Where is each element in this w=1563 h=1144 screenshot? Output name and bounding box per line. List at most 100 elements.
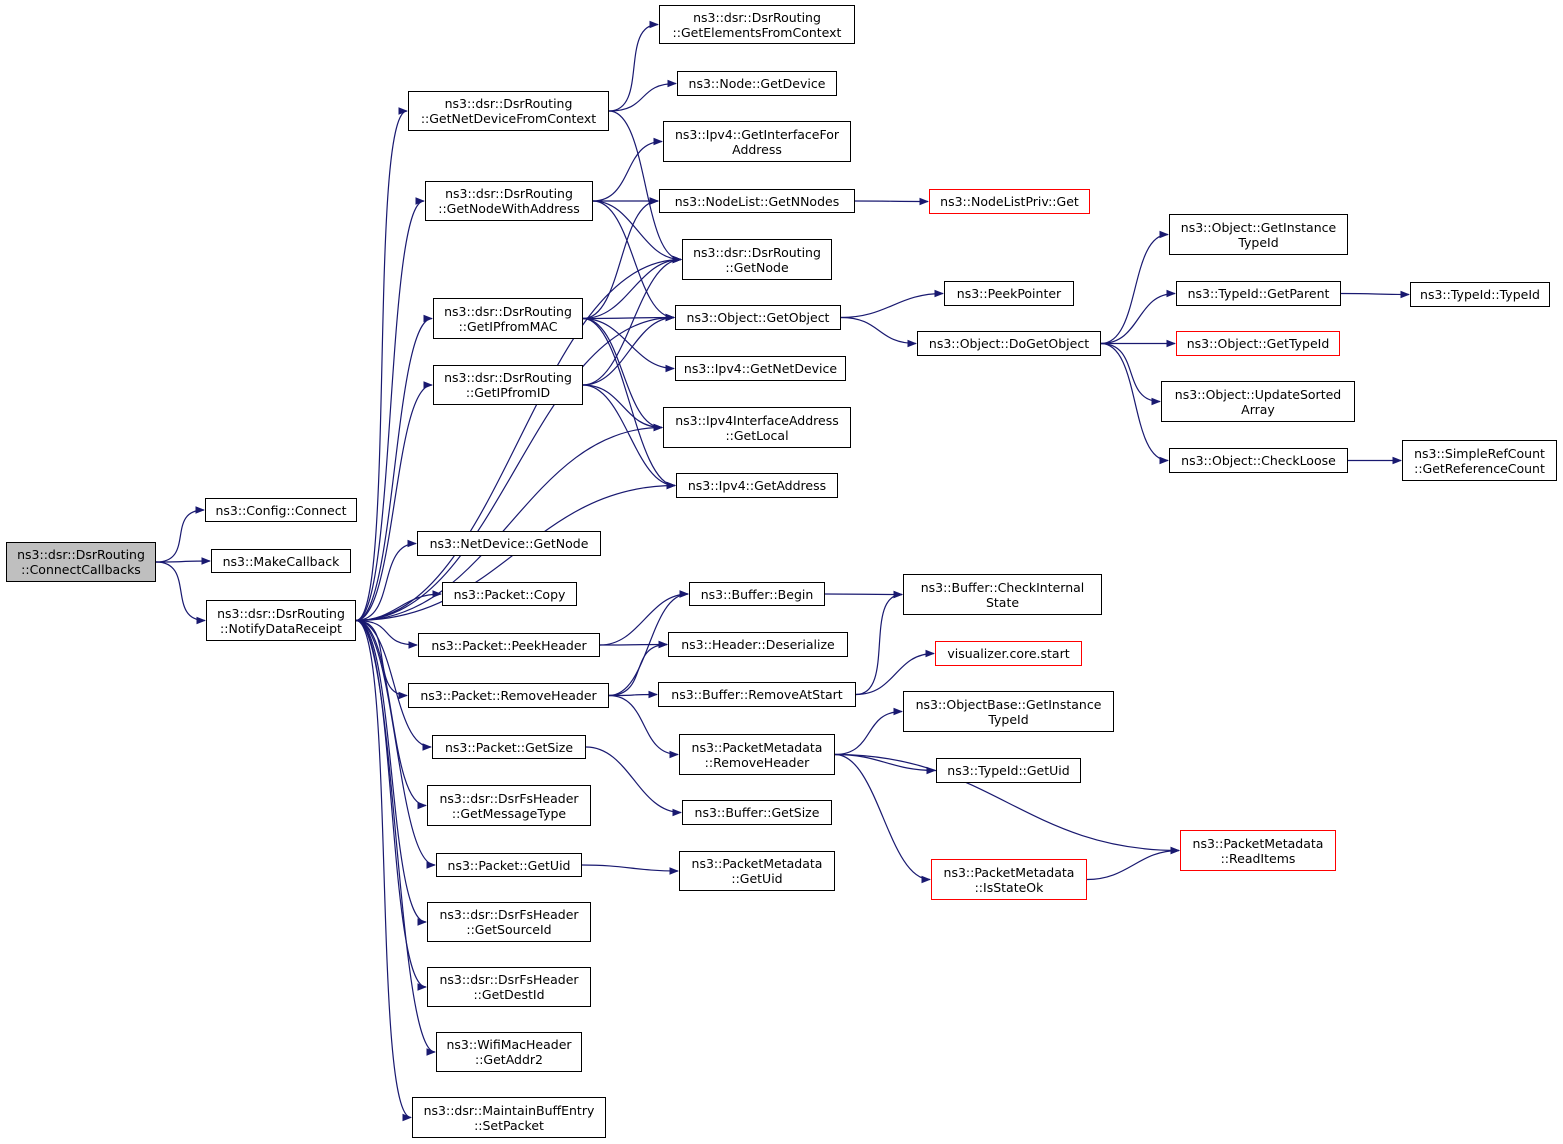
call-edge	[592, 137, 663, 202]
function-node-get-node-addr[interactable]: ns3::dsr::DsrRouting::GetNodeWithAddress	[425, 181, 593, 221]
root-function-node[interactable]: ns3::dsr::DsrRouting::ConnectCallbacks	[6, 542, 156, 582]
call-edge	[1086, 846, 1180, 881]
function-node-label: ns3::Object::DoGetObject	[928, 336, 1090, 351]
call-edge	[1100, 342, 1169, 465]
function-node-label: ns3::dsr::DsrRouting	[444, 370, 572, 385]
function-node-packet-uid[interactable]: ns3::Packet::GetUid	[436, 853, 582, 877]
function-node-label: ns3::PacketMetadata	[691, 856, 823, 871]
function-node-pm-uid[interactable]: ns3::PacketMetadata::GetUid	[679, 851, 835, 891]
function-node-typeid-typeid[interactable]: ns3::TypeId::TypeId	[1410, 282, 1550, 307]
function-node-label: ns3::Packet::Copy	[453, 586, 566, 602]
call-edge	[608, 590, 689, 697]
function-node-packet-remove[interactable]: ns3::Packet::RemoveHeader	[408, 683, 609, 708]
call-edge	[592, 200, 675, 322]
function-node-typeid-uid[interactable]: ns3::TypeId::GetUid	[936, 758, 1081, 783]
function-node-get-elements[interactable]: ns3::dsr::DsrRouting::GetElementsFromCon…	[659, 5, 855, 44]
function-node-label: ns3::PeekPointer	[956, 286, 1062, 301]
function-node-nodelistpriv-get[interactable]: ns3::NodeListPriv::Get	[929, 189, 1090, 214]
call-edge	[1100, 342, 1161, 406]
call-edge	[582, 255, 682, 386]
function-node-label: ns3::TypeId::GetUid	[947, 763, 1070, 778]
function-node-header-deser[interactable]: ns3::Header::Deserialize	[668, 632, 848, 657]
call-edge	[355, 619, 427, 926]
call-edge	[840, 289, 944, 319]
call-edge	[855, 649, 935, 696]
function-node-buffer-size[interactable]: ns3::Buffer::GetSize	[682, 800, 832, 825]
function-node-label: ::GetNetDeviceFromContext	[420, 111, 597, 126]
function-node-nodelist-n[interactable]: ns3::NodeList::GetNNodes	[659, 189, 855, 213]
function-node-pm-isstate[interactable]: ns3::PacketMetadata::IsStateOk	[931, 859, 1087, 900]
function-node-fs-source[interactable]: ns3::dsr::DsrFsHeader::GetSourceId	[427, 902, 591, 942]
function-node-label: ns3::Object::CheckLoose	[1181, 453, 1336, 468]
call-edge	[355, 619, 418, 649]
function-node-packet-peek[interactable]: ns3::Packet::PeekHeader	[418, 633, 600, 657]
function-node-fs-msgtype[interactable]: ns3::dsr::DsrFsHeader::GetMessageType	[427, 785, 591, 826]
call-edge	[155, 506, 205, 563]
function-node-get-ip-id[interactable]: ns3::dsr::DsrRouting::GetIPfromID	[433, 365, 583, 405]
function-node-label: ns3::Buffer::CheckInternal	[920, 579, 1085, 595]
call-edge	[581, 864, 679, 875]
function-node-config-connect[interactable]: ns3::Config::Connect	[205, 498, 357, 522]
call-edge	[608, 79, 677, 112]
function-node-ipv4if-local[interactable]: ns3::Ipv4InterfaceAddress::GetLocal	[663, 407, 851, 448]
function-node-pm-readitems[interactable]: ns3::PacketMetadata::ReadItems	[1180, 830, 1336, 871]
function-node-label: visualizer.core.start	[947, 646, 1070, 661]
call-edge	[608, 20, 659, 112]
function-node-packet-size[interactable]: ns3::Packet::GetSize	[432, 735, 586, 759]
function-node-label: ns3::dsr::DsrRouting	[444, 303, 572, 319]
function-node-pm-remove[interactable]: ns3::PacketMetadata::RemoveHeader	[679, 734, 835, 775]
function-node-label: ns3::Buffer::Begin	[700, 586, 814, 602]
function-node-label: State	[985, 594, 1020, 610]
function-node-label: ns3::dsr::DsrRouting	[445, 186, 573, 201]
function-node-label: ns3::dsr::DsrFsHeader	[439, 972, 579, 987]
function-node-label: ns3::Packet::PeekHeader	[431, 637, 587, 653]
function-node-refcount[interactable]: ns3::SimpleRefCount::GetReferenceCount	[1402, 440, 1557, 481]
function-node-label: ::GetReferenceCount	[1414, 460, 1545, 476]
function-node-buffer-remove[interactable]: ns3::Buffer::RemoveAtStart	[658, 682, 856, 707]
call-edge	[582, 197, 659, 320]
function-node-object-doget[interactable]: ns3::Object::DoGetObject	[917, 331, 1101, 356]
function-node-obj-gettypeid[interactable]: ns3::Object::GetTypeId	[1176, 331, 1340, 356]
function-node-label: ns3::TypeId::TypeId	[1420, 287, 1540, 302]
function-node-notify[interactable]: ns3::dsr::DsrRouting::NotifyDataReceipt	[206, 600, 356, 641]
function-node-label: ::ConnectCallbacks	[21, 562, 141, 577]
call-edge	[355, 381, 433, 622]
call-edge	[1100, 230, 1169, 345]
function-node-get-netdev-ctx[interactable]: ns3::dsr::DsrRouting::GetNetDeviceFromCo…	[408, 91, 609, 131]
function-node-label: ns3::Object::GetInstance	[1180, 219, 1337, 235]
function-node-wifi-addr2[interactable]: ns3::WifiMacHeader::GetAddr2	[436, 1032, 582, 1072]
call-edge	[585, 746, 682, 817]
function-node-dsr-getnode[interactable]: ns3::dsr::DsrRouting::GetNode	[682, 239, 832, 280]
function-node-get-ip-mac[interactable]: ns3::dsr::DsrRouting::GetIPfromMAC	[433, 298, 583, 339]
function-node-object-get[interactable]: ns3::Object::GetObject	[675, 305, 841, 330]
function-node-fs-dest[interactable]: ns3::dsr::DsrFsHeader::GetDestId	[427, 967, 591, 1007]
function-node-packet-copy[interactable]: ns3::Packet::Copy	[442, 582, 577, 606]
function-node-make-callback[interactable]: ns3::MakeCallback	[211, 549, 351, 573]
function-node-label: ns3::Ipv4::GetNetDevice	[683, 361, 838, 376]
function-node-typeid-parent[interactable]: ns3::TypeId::GetParent	[1176, 281, 1341, 306]
function-node-obj-checkloose[interactable]: ns3::Object::CheckLoose	[1169, 448, 1348, 473]
function-node-label: ::GetNode	[725, 259, 789, 275]
function-node-netdev-getnode[interactable]: ns3::NetDevice::GetNode	[417, 531, 601, 556]
call-edge	[592, 200, 682, 264]
function-node-ipv4-addr[interactable]: ns3::Ipv4::GetAddress	[676, 473, 838, 498]
function-node-peek-pointer[interactable]: ns3::PeekPointer	[944, 281, 1074, 306]
function-node-label: ns3::MakeCallback	[222, 553, 340, 569]
function-node-vis-start[interactable]: visualizer.core.start	[935, 641, 1082, 666]
function-node-label: ::NotifyDataReceipt	[220, 620, 342, 636]
function-node-ipv4-netdev[interactable]: ns3::Ipv4::GetNetDevice	[675, 356, 846, 381]
function-node-label: ns3::dsr::DsrRouting	[693, 9, 821, 25]
function-node-label: ns3::ObjectBase::GetInstance	[915, 696, 1102, 712]
function-node-node-getdevice[interactable]: ns3::Node::GetDevice	[677, 71, 837, 96]
function-node-maint-setpacket[interactable]: ns3::dsr::MaintainBuffEntry::SetPacket	[412, 1097, 606, 1138]
function-node-label: ns3::Header::Deserialize	[681, 637, 835, 652]
function-node-label: TypeId	[988, 711, 1029, 727]
call-edge	[155, 557, 211, 565]
function-node-buffer-begin[interactable]: ns3::Buffer::Begin	[689, 582, 825, 606]
